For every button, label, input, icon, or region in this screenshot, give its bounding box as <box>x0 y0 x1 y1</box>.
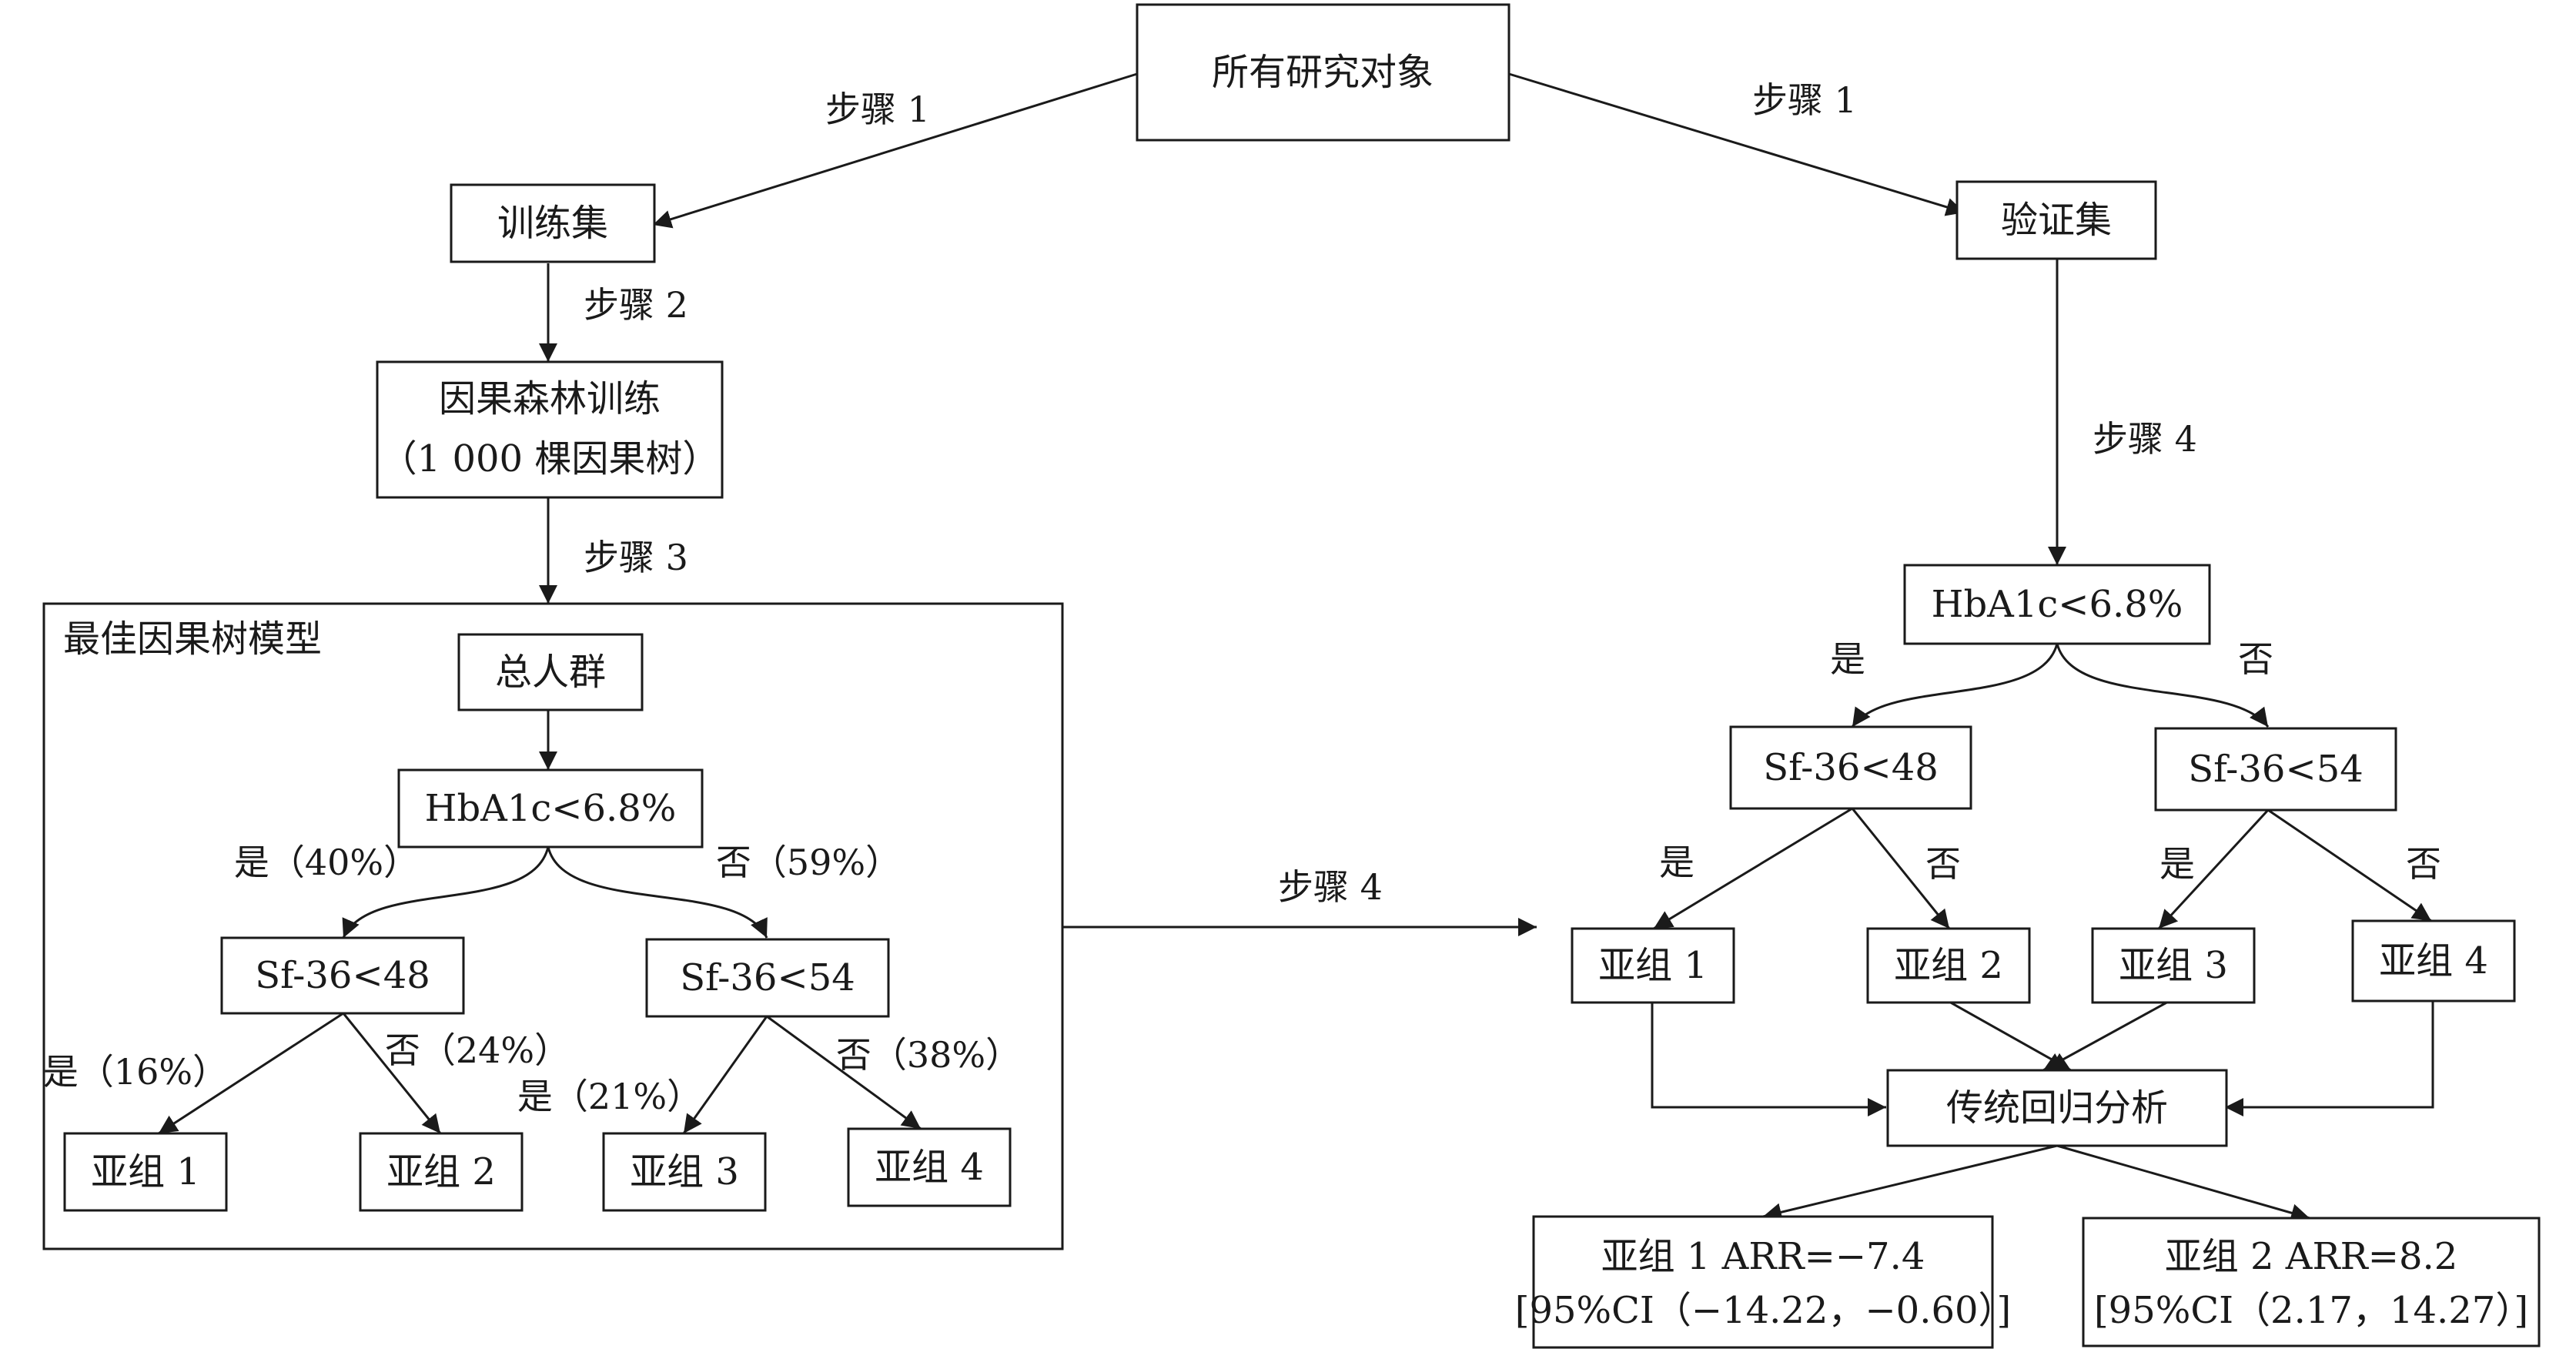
box-right-subgroup-2 <box>1866 927 2031 1004</box>
left-hba1c-no-label: 否（59%） <box>716 842 901 883</box>
left-sf48-yes-label: 是（16%） <box>43 1051 228 1093</box>
left-sf54-yes-label: 是（21%） <box>517 1076 702 1117</box>
right-subgroup-3-text: 亚组 3 <box>2119 944 2228 987</box>
box-right-subgroup-4 <box>2351 919 2516 1003</box>
left-sf48-text: Sf-36<48 <box>255 954 430 997</box>
arrow-right-hba1c-no <box>2056 643 2270 728</box>
arrow-all-to-training <box>652 72 1138 229</box>
forest-training-line1: 因果森林训练 <box>439 377 661 420</box>
arrow-regression-to-result1 <box>1762 1144 2058 1222</box>
left-sf48-no-label: 否（24%） <box>385 1029 570 1071</box>
step1-left-label: 步骤 1 <box>825 89 930 130</box>
box-left-subgroup-1 <box>63 1132 228 1212</box>
box-result-1 <box>1532 1215 1994 1349</box>
step4-right-label: 步骤 4 <box>2093 418 2197 460</box>
box-result-2 <box>2082 1217 2541 1347</box>
box-left-sf48 <box>220 936 465 1015</box>
right-subgroup-4-text: 亚组 4 <box>2379 939 2488 982</box>
best-model-title: 最佳因果树模型 <box>63 618 322 661</box>
box-all-subjects <box>1136 3 1510 142</box>
step1-right-label: 步骤 1 <box>1752 79 1857 121</box>
right-sf48-no-label: 否 <box>1925 843 1961 885</box>
box-training-set <box>450 183 656 263</box>
left-subgroup-4-text: 亚组 4 <box>875 1146 984 1189</box>
right-hba1c-text: HbA1c<6.8% <box>1932 583 2183 626</box>
right-sf48-text: Sf-36<48 <box>1763 746 1939 789</box>
arrow-left-hba1c-no <box>547 846 768 939</box>
result-2-line1: 亚组 2 ARR=8.2 <box>2165 1235 2458 1278</box>
right-hba1c-no-label: 否 <box>2238 638 2273 680</box>
box-validation-set <box>1955 180 2157 260</box>
all-subjects-text: 所有研究对象 <box>1212 51 1434 94</box>
arrow-left-sf54-yes <box>682 1016 768 1134</box>
right-subgroup-2-text: 亚组 2 <box>1894 944 2003 987</box>
forest-training-line2: （1 000 棵因果树） <box>380 437 720 480</box>
arrow-left-hba1c-yes <box>342 846 550 939</box>
arrow-right-hba1c-yes <box>1851 643 2059 728</box>
left-sf54-no-label: 否（38%） <box>836 1034 1021 1076</box>
edge-labels: 步骤 1 步骤 1 步骤 2 步骤 3 步骤 4 步骤 4 是（40%） 否（5… <box>43 79 2441 1117</box>
result-1-line2: [95%CI（−14.22，−0.60）] <box>1515 1289 2012 1332</box>
left-subgroup-2-text: 亚组 2 <box>386 1150 496 1193</box>
right-sf54-yes-label: 是 <box>2159 843 2195 885</box>
validation-set-text: 验证集 <box>2001 199 2112 242</box>
box-right-subgroup-3 <box>2091 927 2256 1004</box>
connectors <box>158 72 2434 1222</box>
left-hba1c-text: HbA1c<6.8% <box>425 787 677 830</box>
box-total-population <box>457 633 644 711</box>
arrow-subgroup2-to-regression <box>1947 999 2072 1072</box>
box-right-hba1c <box>1903 564 2211 645</box>
box-left-subgroup-2 <box>359 1132 524 1212</box>
box-traditional-regression <box>1886 1069 2228 1147</box>
box-left-hba1c <box>397 768 704 849</box>
arrow-right-sf48-no <box>1851 808 1951 929</box>
step2-label: 步骤 2 <box>584 284 688 326</box>
right-subgroup-1-text: 亚组 1 <box>1598 944 1708 987</box>
arrow-left-sf54-no <box>766 1015 922 1130</box>
arrow-right-sf54-yes <box>2157 808 2270 930</box>
left-subgroup-3-text: 亚组 3 <box>630 1150 739 1193</box>
right-sf54-text: Sf-36<54 <box>2188 748 2364 791</box>
right-sf48-yes-label: 是 <box>1659 842 1694 883</box>
arrow-right-sf48-yes <box>1653 807 1853 930</box>
box-right-subgroup-1 <box>1571 927 1735 1004</box>
right-hba1c-yes-label: 是 <box>1830 638 1865 680</box>
box-left-subgroup-3 <box>602 1132 767 1212</box>
box-right-sf54 <box>2154 727 2397 812</box>
arrow-right-sf54-no <box>2267 808 2432 922</box>
box-forest-training <box>376 360 724 499</box>
right-sf54-no-label: 否 <box>2406 843 2441 885</box>
box-left-subgroup-4 <box>847 1127 1012 1207</box>
arrow-subgroup3-to-regression <box>2042 999 2170 1072</box>
left-hba1c-yes-label: 是（40%） <box>234 842 419 883</box>
box-left-sf54 <box>645 938 890 1018</box>
arrow-subgroup1-to-regression <box>1651 1001 1886 1116</box>
left-sf54-text: Sf-36<54 <box>680 956 855 999</box>
arrow-subgroup4-to-regression <box>2225 1001 2434 1116</box>
arrow-left-sf48-yes <box>158 1012 344 1135</box>
node-texts: 所有研究对象 训练集 验证集 因果森林训练 （1 000 棵因果树） 最佳因果树… <box>63 51 2528 1332</box>
frame-best-model <box>42 602 1064 1250</box>
result-1-line1: 亚组 1 ARR=−7.4 <box>1601 1235 1925 1278</box>
arrow-regression-to-result2 <box>2056 1144 2310 1222</box>
total-population-text: 总人群 <box>495 651 606 694</box>
arrow-left-sf48-no <box>342 1013 442 1134</box>
arrow-all-to-validation <box>1508 72 1965 216</box>
step4-middle-label: 步骤 4 <box>1278 866 1383 908</box>
result-2-line2: [95%CI（2.17，14.27）] <box>2094 1289 2528 1332</box>
left-subgroup-1-text: 亚组 1 <box>91 1150 200 1193</box>
boxes <box>42 3 2541 1349</box>
box-right-sf48 <box>1729 725 1972 810</box>
step3-label: 步骤 3 <box>584 537 688 578</box>
training-set-text: 训练集 <box>497 202 608 245</box>
traditional-regression-text: 传统回归分析 <box>1946 1086 2168 1130</box>
